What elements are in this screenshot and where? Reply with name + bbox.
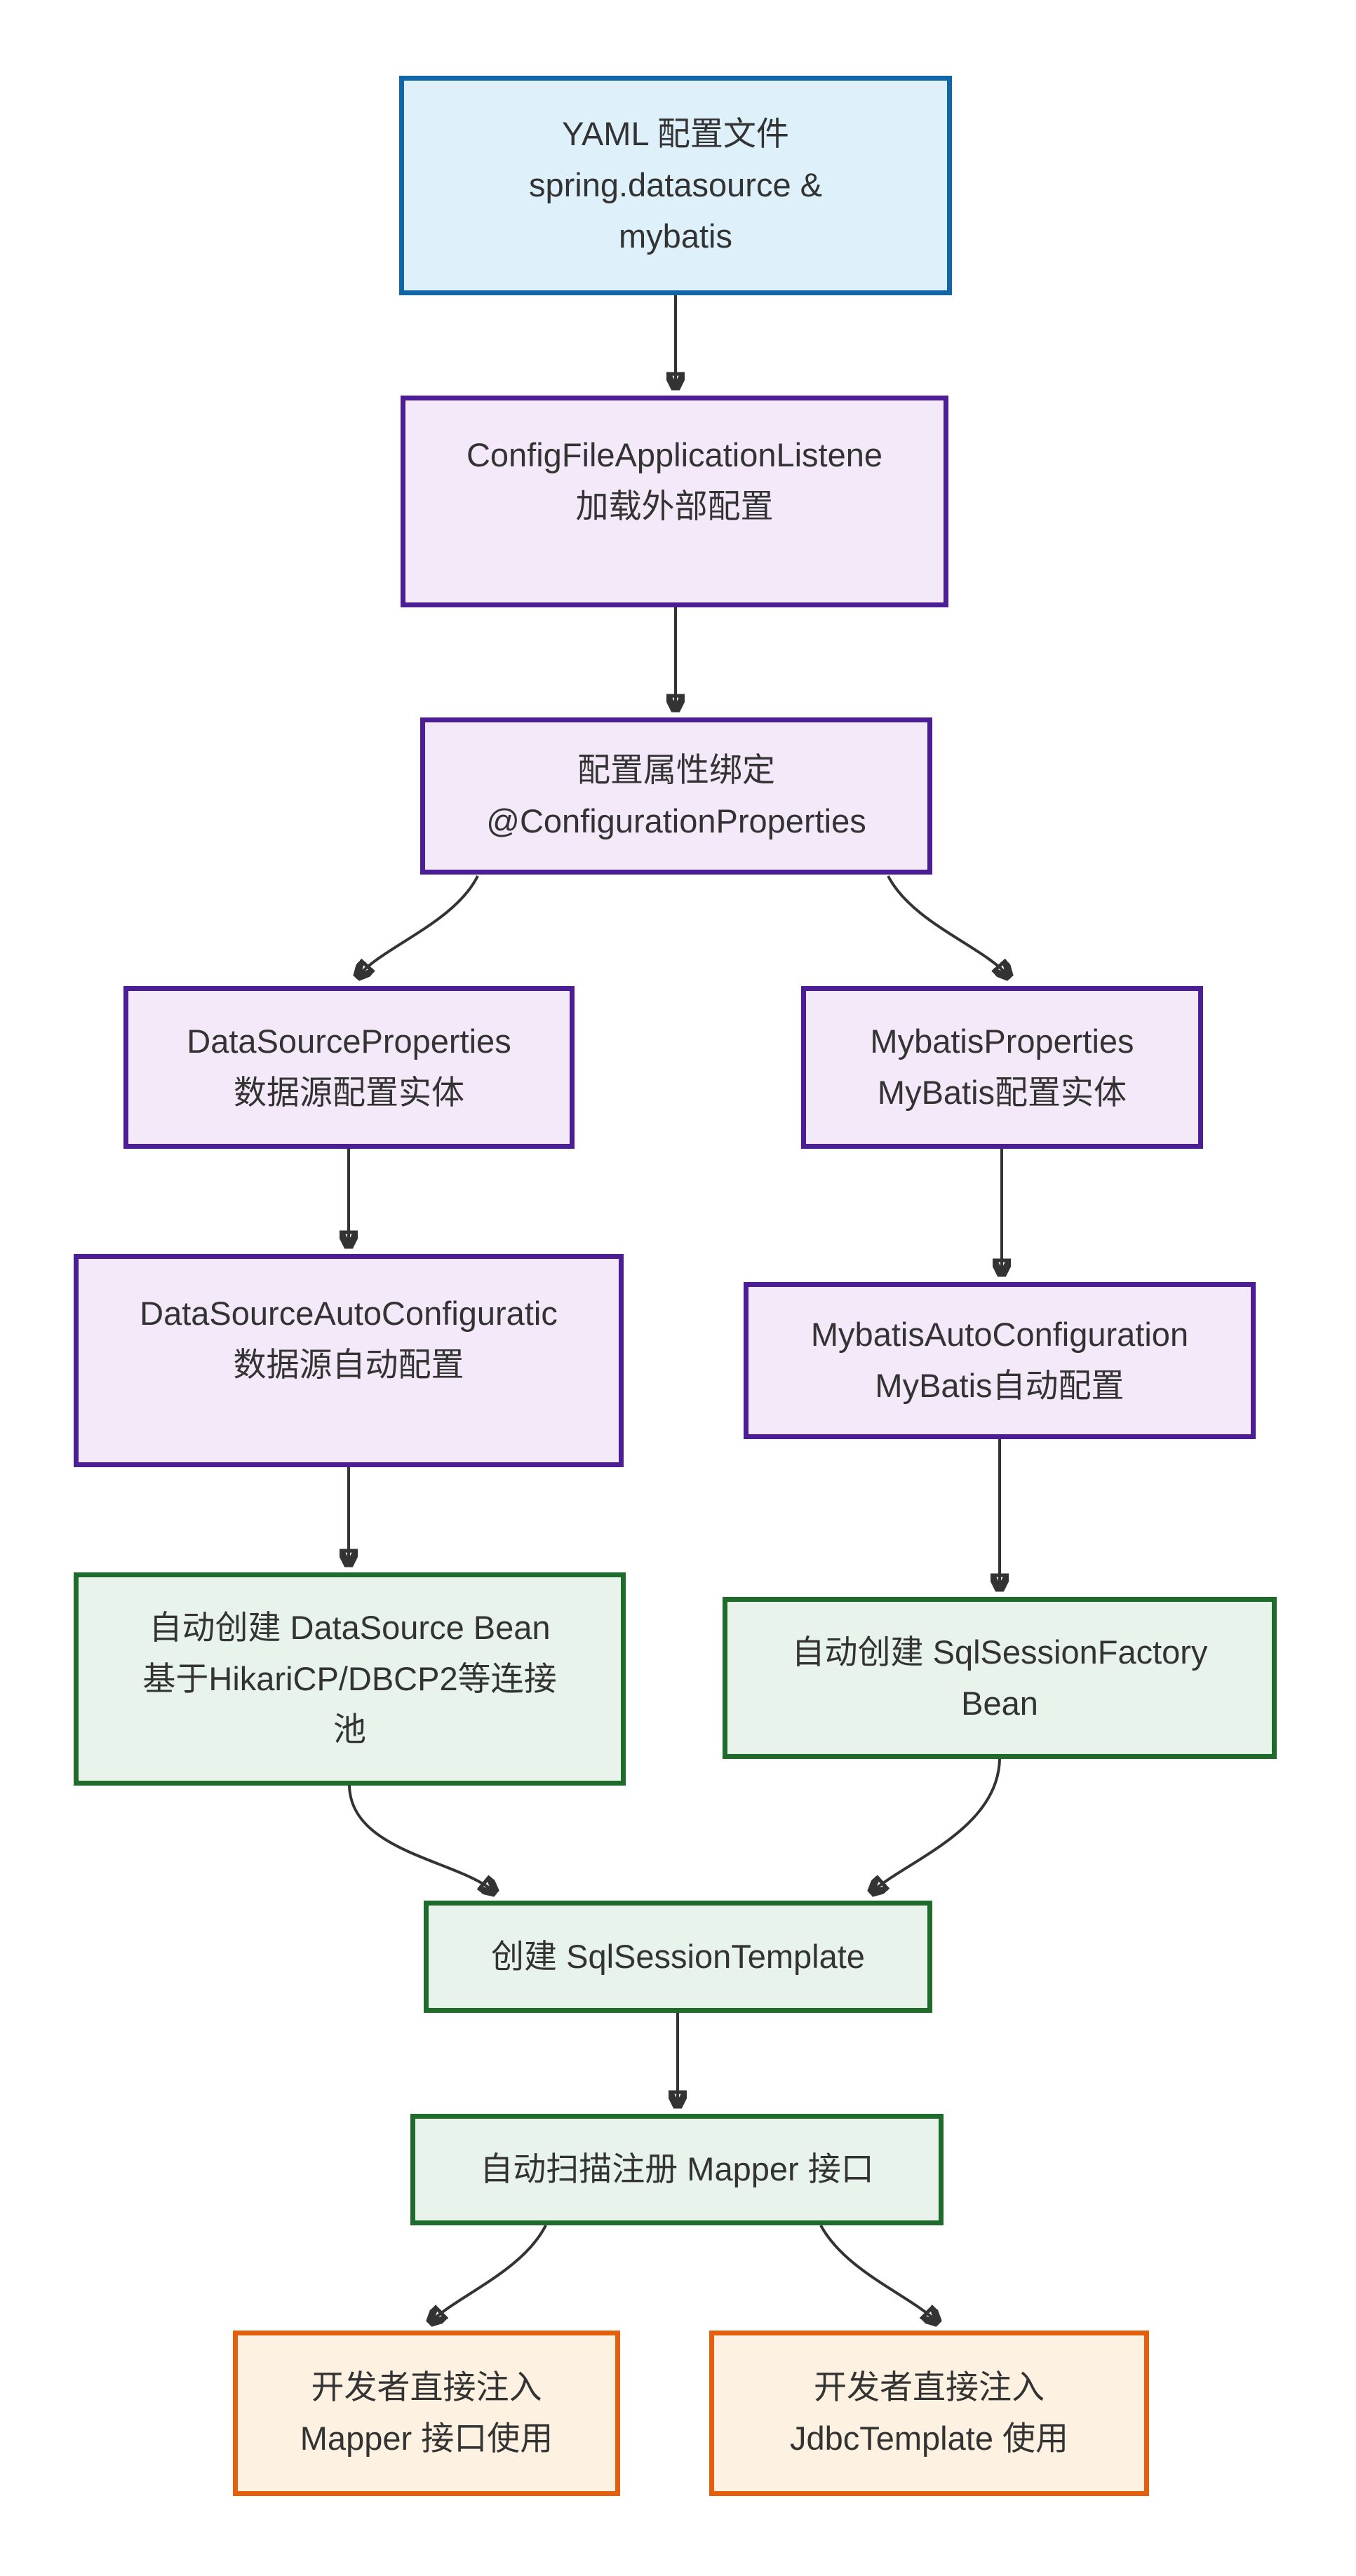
node-label-line: MyBatis自动配置 bbox=[875, 1367, 1125, 1404]
node-label-line: JdbcTemplate 使用 bbox=[789, 2420, 1069, 2457]
node-label-line: MybatisProperties bbox=[870, 1023, 1134, 1060]
node-label-line: 开发者直接注入 bbox=[311, 2368, 542, 2406]
node-label-line: MybatisAutoConfiguration bbox=[810, 1316, 1189, 1354]
edge-dsbean-template bbox=[348, 1785, 493, 1891]
node-label-line: Bean bbox=[961, 1684, 1038, 1722]
node-label-line: 基于HikariCP/DBCP2等连接 bbox=[142, 1659, 557, 1697]
node-datasource-bean: 自动创建 DataSource Bean 基于HikariCP/DBCP2等连接… bbox=[74, 1572, 626, 1786]
node-label-line: 数据源配置实体 bbox=[234, 1074, 464, 1111]
node-sqlsessionfactory-bean: 自动创建 SqlSessionFactory Bean bbox=[723, 1597, 1277, 1759]
node-property-binding: 配置属性绑定 @ConfigurationProperties bbox=[420, 717, 932, 875]
node-mybatis-properties: MybatisProperties MyBatis配置实体 bbox=[801, 986, 1203, 1149]
node-label-line: 数据源自动配置 bbox=[233, 1345, 464, 1383]
node-label-line: @ConfigurationProperties bbox=[486, 802, 866, 839]
node-label-line: 池 bbox=[333, 1711, 366, 1748]
node-label-line: mybatis bbox=[619, 217, 732, 255]
node-config-file-listener: ConfigFileApplicationListene 加载外部配置 bbox=[401, 396, 948, 607]
node-mybatis-autoconfiguration: MybatisAutoConfiguration MyBatis自动配置 bbox=[744, 1282, 1256, 1439]
node-datasource-properties: DataSourceProperties 数据源配置实体 bbox=[123, 986, 575, 1149]
edge-scan-jdbcuse bbox=[819, 2225, 936, 2321]
node-label-line: spring.datasource & bbox=[528, 166, 823, 204]
node-jdbctemplate-inject-use: 开发者直接注入 JdbcTemplate 使用 bbox=[709, 2331, 1149, 2496]
node-label-line: DataSourceAutoConfiguratic bbox=[140, 1295, 558, 1332]
node-label-line: MyBatis配置实体 bbox=[877, 1074, 1127, 1111]
node-label-line: DataSourceProperties bbox=[187, 1023, 511, 1060]
node-label-line: Mapper 接口使用 bbox=[300, 2420, 553, 2457]
node-label-line: 加载外部配置 bbox=[575, 487, 774, 525]
edge-binding-mbprops bbox=[887, 875, 1007, 975]
edge-binding-dsprops bbox=[359, 875, 479, 975]
node-label-line: 开发者直接注入 bbox=[814, 2368, 1045, 2406]
node-sqlsessiontemplate: 创建 SqlSessionTemplate bbox=[424, 1901, 932, 2013]
node-label-line: 自动创建 DataSource Bean bbox=[149, 1608, 551, 1646]
node-mapper-inject-use: 开发者直接注入 Mapper 接口使用 bbox=[233, 2331, 620, 2496]
node-label-line: 自动扫描注册 Mapper 接口 bbox=[480, 2150, 874, 2188]
edge-scan-mapperuse bbox=[432, 2225, 547, 2321]
node-mapper-scan: 自动扫描注册 Mapper 接口 bbox=[410, 2114, 944, 2225]
node-datasource-autoconfiguration: DataSourceAutoConfiguratic 数据源自动配置 bbox=[74, 1254, 624, 1467]
node-label-line: ConfigFileApplicationListene bbox=[466, 436, 883, 473]
node-yaml-config: YAML 配置文件 spring.datasource & mybatis bbox=[399, 76, 952, 295]
node-label-line: 自动创建 SqlSessionFactory bbox=[791, 1633, 1208, 1671]
node-label-line: 创建 SqlSessionTemplate bbox=[491, 1937, 865, 1975]
edge-sqlfactory-template bbox=[873, 1758, 1001, 1891]
node-label-line: YAML 配置文件 bbox=[562, 115, 789, 153]
node-label-line: 配置属性绑定 bbox=[577, 751, 775, 789]
